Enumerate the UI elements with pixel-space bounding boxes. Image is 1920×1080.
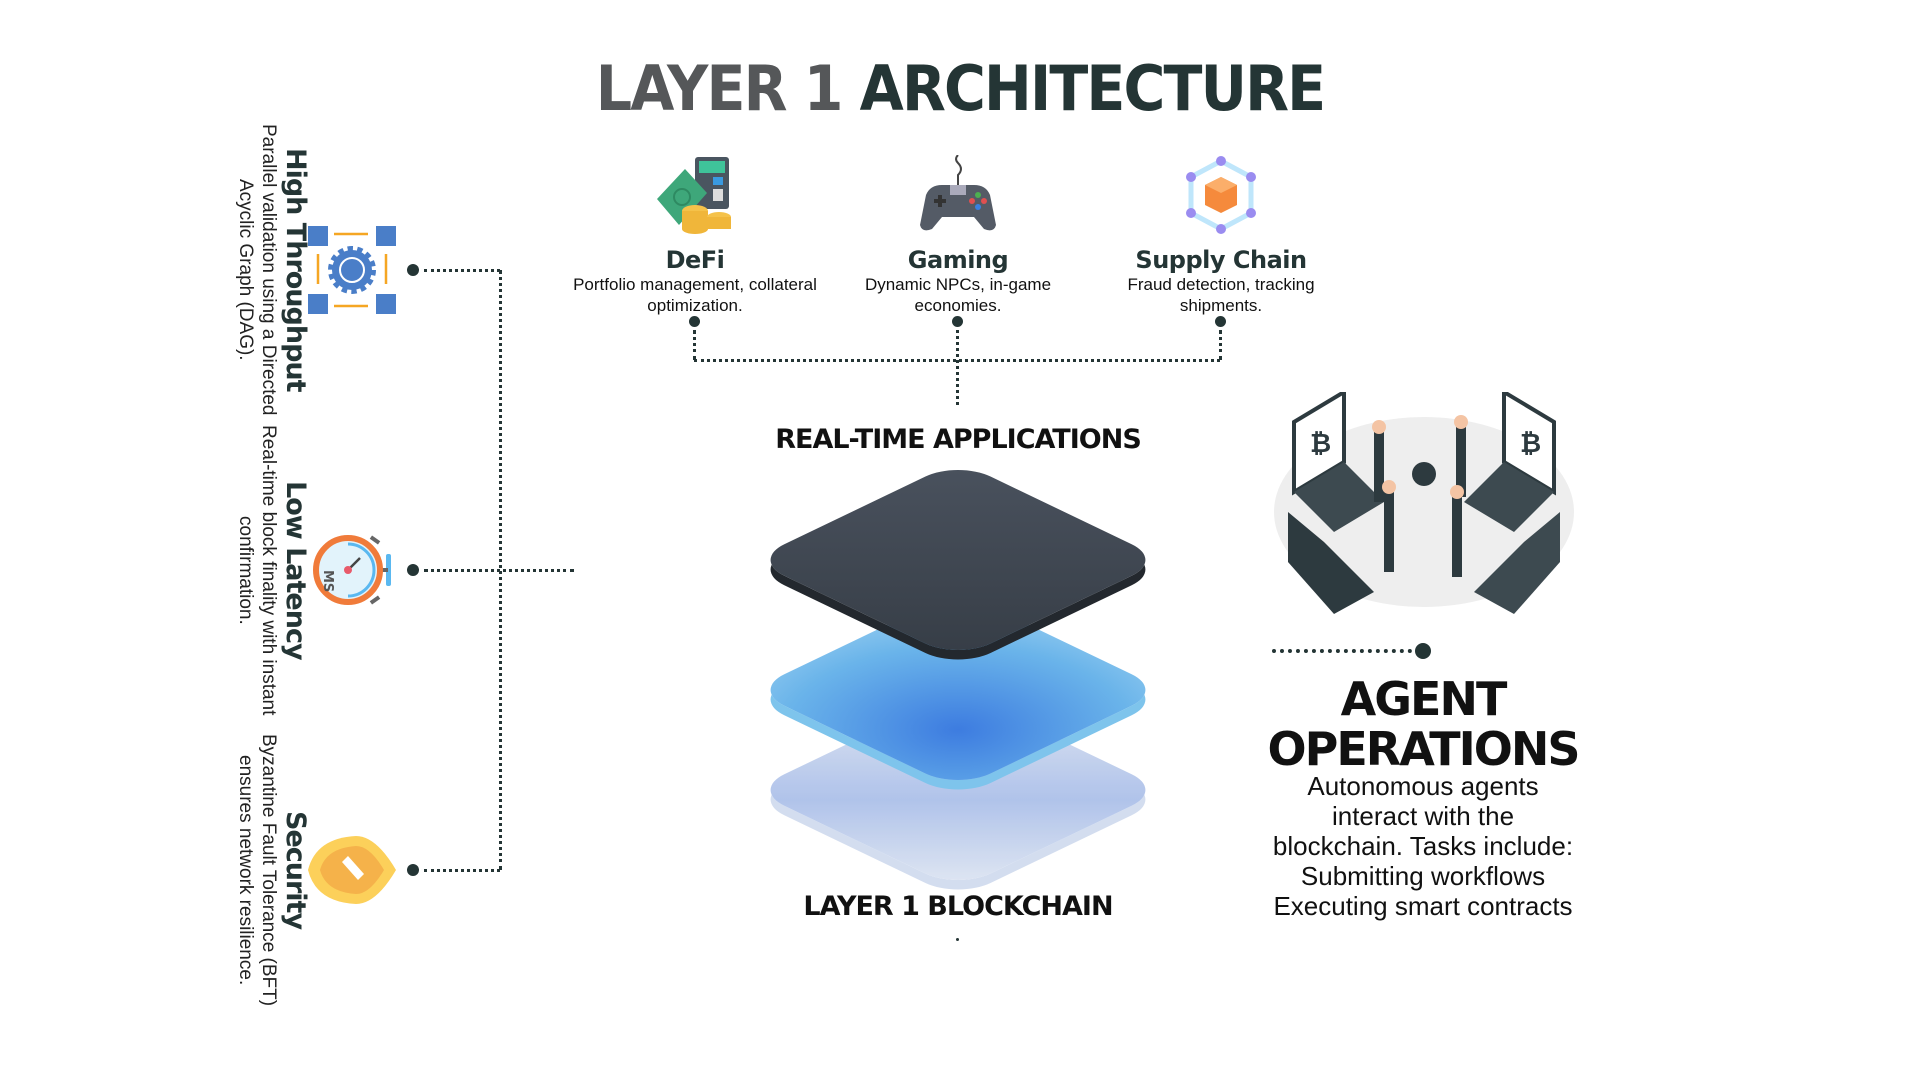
shield-icon: [306, 824, 398, 916]
page-title: LAYER 1 ARCHITECTURE: [595, 52, 1326, 125]
feature-description: Real-time block finality with instant co…: [235, 424, 279, 716]
feature-description: Parallel validation using a Directed Acy…: [235, 124, 279, 416]
agents-illustration: ₿ ₿: [1274, 388, 1574, 614]
app-description: Fraud detection, tracking shipments.: [1127, 275, 1315, 315]
app-title: DeFi: [665, 246, 725, 274]
stopwatch-icon: MS: [306, 524, 398, 616]
agent-operations-title: AGENT OPERATIONS: [1267, 672, 1581, 776]
connector-line: [1272, 649, 1412, 653]
connector-dot: [407, 264, 419, 276]
svg-text:MS: MS: [320, 570, 335, 592]
connector-dot: [1415, 643, 1431, 659]
app-defi: DeFi Portfolio management, collateral op…: [565, 155, 825, 316]
gamepad-icon: [920, 154, 996, 231]
app-title: Gaming: [907, 246, 1009, 274]
connector-dot: [956, 938, 959, 941]
app-description: Dynamic NPCs, in-game economies.: [864, 275, 1052, 315]
svg-text:₿: ₿: [1310, 429, 1331, 459]
app-supply-chain: Supply Chain Fraud detection, tracking s…: [1091, 155, 1351, 316]
connector-line: [499, 270, 502, 870]
layer-1-blockchain-label: LAYER 1 BLOCKCHAIN: [803, 891, 1113, 922]
connector-line: [424, 269, 500, 272]
money-calculator-icon: [657, 157, 731, 234]
connector-dot: [952, 316, 963, 327]
connector-line: [694, 359, 1220, 362]
real-time-applications-label: REAL-TIME APPLICATIONS: [775, 424, 1142, 455]
feature-title: Security: [280, 810, 311, 930]
feature-description: Byzantine Fault Tolerance (BFT) ensures …: [235, 733, 279, 1007]
app-description: Portfolio management, collateral optimiz…: [573, 275, 817, 315]
feature-title: Low Latency: [280, 480, 311, 660]
svg-text:₿: ₿: [1520, 429, 1541, 459]
package-network-icon: [1186, 156, 1256, 234]
layer-top: [751, 354, 1165, 766]
connector-line: [424, 869, 500, 872]
app-gaming: Gaming Dynamic NPCs, in-game economies.: [828, 154, 1088, 316]
connector-line: [956, 330, 959, 405]
connector-line: [693, 330, 696, 360]
agent-operations-description: Autonomous agents interact with the bloc…: [1272, 771, 1574, 921]
connector-dot: [407, 864, 419, 876]
gear-network-icon: [306, 224, 398, 316]
connector-dot: [689, 316, 700, 327]
app-title: Supply Chain: [1135, 246, 1307, 274]
connector-dot: [407, 564, 419, 576]
connector-dot: [1215, 316, 1226, 327]
feature-title: High Throughput: [280, 148, 311, 392]
connector-line: [1219, 330, 1222, 360]
